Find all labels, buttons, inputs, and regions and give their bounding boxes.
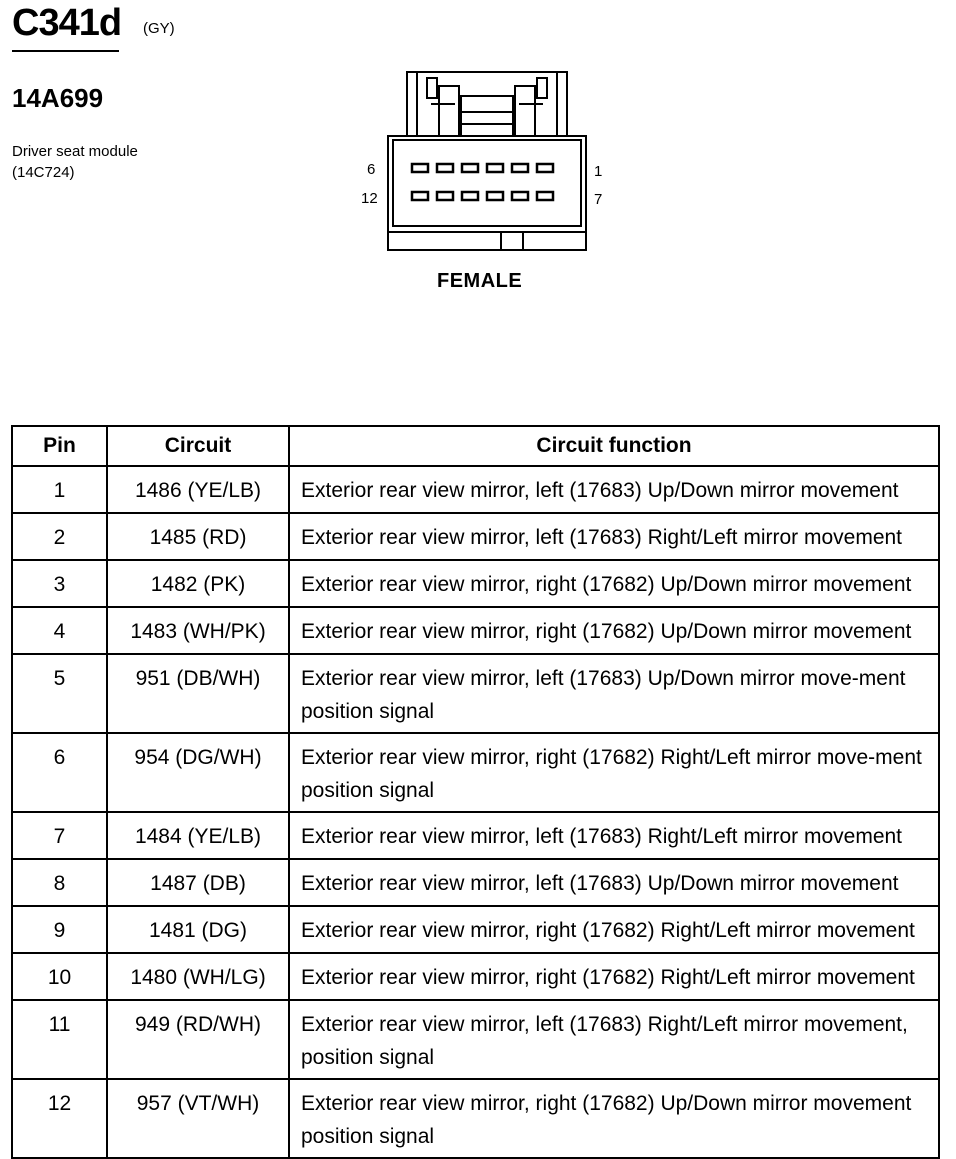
function-cell: Exterior rear view mirror, right (17682)…	[288, 732, 940, 813]
pin-label-top-right: 1	[594, 163, 603, 180]
latch-window	[460, 95, 514, 137]
table-row: 4 1483 (WH/PK) Exterior rear view mirror…	[11, 606, 940, 655]
table-row: 9 1481 (DG) Exterior rear view mirror, r…	[11, 905, 940, 954]
function-cell: Exterior rear view mirror, right (17682)…	[288, 606, 940, 655]
table-row: 5 951 (DB/WH) Exterior rear view mirror,…	[11, 653, 940, 734]
function-cell: Exterior rear view mirror, left (17683) …	[288, 999, 940, 1080]
pin-cell: 10	[11, 952, 108, 1001]
table-header-row: Pin Circuit Circuit function	[11, 425, 940, 467]
pin-cell: 11	[11, 999, 108, 1080]
pinout-table: Pin Circuit Circuit function 1 1486 (YE/…	[11, 425, 940, 1159]
circuit-cell: 1483 (WH/PK)	[106, 606, 290, 655]
header-function: Circuit function	[288, 425, 940, 467]
circuit-cell: 949 (RD/WH)	[106, 999, 290, 1080]
table-row: 11 949 (RD/WH) Exterior rear view mirror…	[11, 999, 940, 1080]
function-cell: Exterior rear view mirror, left (17683) …	[288, 858, 940, 907]
connector-diagram: 6 1 12 7	[355, 60, 615, 265]
gender-label: FEMALE	[437, 270, 523, 292]
circuit-cell: 1487 (DB)	[106, 858, 290, 907]
module-description: Driver seat module (14C724)	[12, 141, 138, 183]
function-cell: Exterior rear view mirror, left (17683) …	[288, 465, 940, 514]
circuit-cell: 1481 (DG)	[106, 905, 290, 954]
connector-id: C341d	[12, 2, 122, 44]
pin-cell: 3	[11, 559, 108, 608]
pin-cell: 6	[11, 732, 108, 813]
table-row: 7 1484 (YE/LB) Exterior rear view mirror…	[11, 811, 940, 860]
pin-cavities	[410, 162, 555, 202]
table-row: 2 1485 (RD) Exterior rear view mirror, l…	[11, 512, 940, 561]
function-cell: Exterior rear view mirror, left (17683) …	[288, 512, 940, 561]
pin-cell: 5	[11, 653, 108, 734]
table-row: 3 1482 (PK) Exterior rear view mirror, r…	[11, 559, 940, 608]
connector-body	[387, 135, 587, 251]
connector-face-drawing	[387, 71, 587, 251]
function-cell: Exterior rear view mirror, right (17682)…	[288, 559, 940, 608]
function-cell: Exterior rear view mirror, left (17683) …	[288, 811, 940, 860]
header-circuit: Circuit	[106, 425, 290, 467]
color-code: (GY)	[143, 20, 175, 37]
pin-label-bottom-right: 7	[594, 191, 603, 208]
circuit-cell: 1484 (YE/LB)	[106, 811, 290, 860]
circuit-cell: 1482 (PK)	[106, 559, 290, 608]
circuit-cell: 954 (DG/WH)	[106, 732, 290, 813]
module-name: Driver seat module	[12, 143, 138, 160]
function-cell: Exterior rear view mirror, right (17682)…	[288, 905, 940, 954]
header-pin: Pin	[11, 425, 108, 467]
pin-cell: 2	[11, 512, 108, 561]
pin-cell: 1	[11, 465, 108, 514]
function-cell: Exterior rear view mirror, left (17683) …	[288, 653, 940, 734]
circuit-cell: 1485 (RD)	[106, 512, 290, 561]
circuit-cell: 951 (DB/WH)	[106, 653, 290, 734]
table-row: 1 1486 (YE/LB) Exterior rear view mirror…	[11, 465, 940, 514]
title-underline	[12, 50, 119, 52]
table-row: 8 1487 (DB) Exterior rear view mirror, l…	[11, 858, 940, 907]
pin-cell: 7	[11, 811, 108, 860]
part-number: 14A699	[12, 83, 104, 113]
circuit-cell: 1486 (YE/LB)	[106, 465, 290, 514]
pin-cell: 9	[11, 905, 108, 954]
pin-cell: 4	[11, 606, 108, 655]
circuit-cell: 1480 (WH/LG)	[106, 952, 290, 1001]
connector-title-block: C341d	[12, 2, 122, 52]
module-part-number: (14C724)	[12, 164, 75, 181]
pin-cell: 8	[11, 858, 108, 907]
pin-label-top-left: 6	[367, 161, 376, 178]
function-cell: Exterior rear view mirror, right (17682)…	[288, 952, 940, 1001]
pin-label-bottom-left: 12	[361, 190, 378, 207]
table-row: 6 954 (DG/WH) Exterior rear view mirror,…	[11, 732, 940, 813]
table-row: 10 1480 (WH/LG) Exterior rear view mirro…	[11, 952, 940, 1001]
